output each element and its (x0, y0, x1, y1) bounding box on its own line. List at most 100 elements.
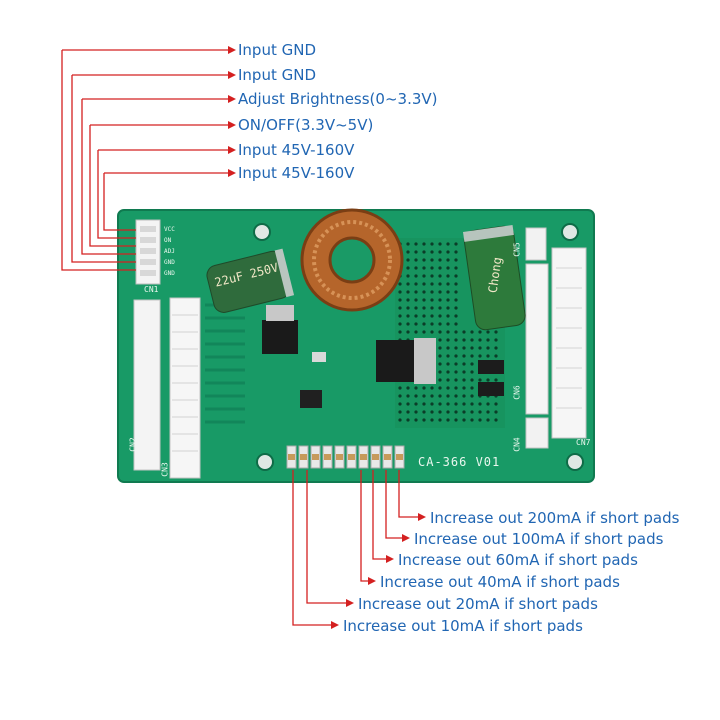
via-hole (430, 250, 434, 254)
via-hole (454, 418, 458, 422)
via-hole (478, 354, 482, 358)
via-hole (446, 394, 450, 398)
via-hole (494, 354, 498, 358)
cn3-slots (172, 314, 198, 452)
via-hole (486, 378, 490, 382)
via-hole (454, 242, 458, 246)
via-hole (486, 338, 490, 342)
via-hole (438, 402, 442, 406)
mosfet-left (262, 320, 298, 354)
via-hole (414, 242, 418, 246)
top-leader-line (103, 173, 136, 231)
via-hole (414, 418, 418, 422)
via-hole (470, 402, 474, 406)
mounting-hole (256, 453, 274, 471)
via-hole (438, 346, 442, 350)
via-hole (462, 378, 466, 382)
cn5-connector (525, 227, 547, 261)
resistor-pads (286, 445, 405, 469)
pad-copper (312, 454, 319, 460)
via-hole (462, 418, 466, 422)
via-hole (422, 322, 426, 326)
arrow-head (368, 577, 376, 585)
via-hole (438, 314, 442, 318)
via-hole (454, 338, 458, 342)
arrow-head (228, 71, 236, 79)
top-leader-line (81, 99, 136, 255)
diode-d6 (478, 360, 504, 374)
bottom-arrows (292, 470, 426, 629)
via-hole (454, 354, 458, 358)
top-arrows (61, 46, 236, 271)
pad-copper (300, 454, 307, 460)
via-hole (446, 274, 450, 278)
via-hole (446, 314, 450, 318)
via-hole (438, 258, 442, 262)
via-hole (438, 378, 442, 382)
label-20ma: Increase out 20mA if short pads (358, 595, 598, 613)
via-hole (398, 402, 402, 406)
bottom-leader-line (385, 470, 406, 539)
via-hole (446, 362, 450, 366)
via-hole (494, 410, 498, 414)
cn4-label: CN4 (512, 437, 522, 452)
via-hole (462, 402, 466, 406)
via-hole (422, 386, 426, 390)
via-hole (478, 410, 482, 414)
via-hole (398, 306, 402, 310)
arrow-head (228, 46, 236, 54)
via-hole (454, 346, 458, 350)
via-hole (478, 418, 482, 422)
via-hole (478, 346, 482, 350)
via-hole (414, 250, 418, 254)
arrow-head (228, 95, 236, 103)
via-hole (438, 386, 442, 390)
via-hole (462, 386, 466, 390)
via-hole (430, 274, 434, 278)
via-hole (470, 418, 474, 422)
via-hole (414, 290, 418, 294)
via-hole (422, 314, 426, 318)
via-hole (430, 266, 434, 270)
via-hole (406, 322, 410, 326)
via-hole (406, 394, 410, 398)
mounting-hole (561, 223, 579, 241)
via-hole (454, 410, 458, 414)
via-hole (414, 314, 418, 318)
cn4-connector (525, 417, 549, 449)
via-hole (438, 362, 442, 366)
via-hole (430, 290, 434, 294)
via-hole (406, 410, 410, 414)
via-hole (398, 298, 402, 302)
via-hole (414, 410, 418, 414)
capacitor-left (206, 248, 295, 313)
via-hole (446, 258, 450, 262)
via-hole (438, 242, 442, 246)
via-hole (398, 314, 402, 318)
via-hole (454, 274, 458, 278)
via-hole (454, 282, 458, 286)
via-hole (422, 298, 426, 302)
via-hole (438, 266, 442, 270)
via-hole (470, 394, 474, 398)
via-hole (438, 290, 442, 294)
bottom-leader-line (292, 470, 335, 626)
via-hole (398, 282, 402, 286)
via-hole (454, 258, 458, 262)
via-hole (422, 402, 426, 406)
via-hole (470, 330, 474, 334)
via-hole (438, 410, 442, 414)
pin-label: ON (164, 237, 172, 244)
via-hole (446, 338, 450, 342)
via-hole (470, 410, 474, 414)
top-leader-line (97, 150, 136, 239)
cn2-label: CN2 (128, 437, 138, 452)
via-hole (438, 282, 442, 286)
via-hole (478, 338, 482, 342)
via-hole (406, 298, 410, 302)
via-hole (494, 330, 498, 334)
via-hole (486, 418, 490, 422)
cn7-slots (556, 267, 582, 409)
via-hole (470, 370, 474, 374)
arrow-head (402, 534, 410, 542)
